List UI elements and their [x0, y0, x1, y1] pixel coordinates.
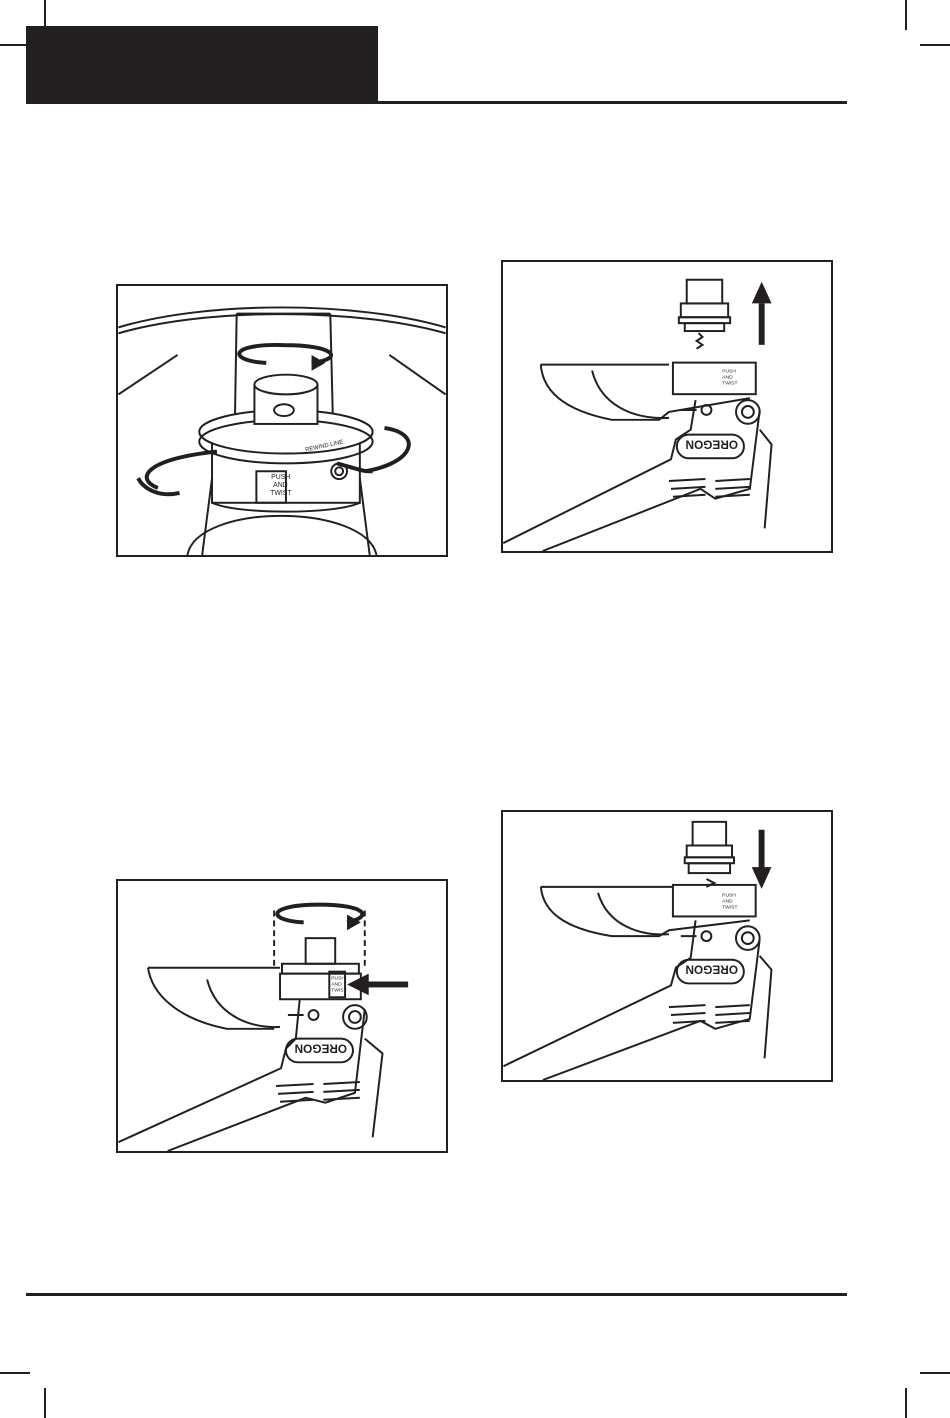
crop-mark [44, 1388, 46, 1418]
knob-install-illustration: OREGON PUSH AND TWIST [503, 812, 831, 1080]
cap-label-push: PUSH [271, 474, 290, 481]
header-block [26, 26, 378, 104]
cap-label-twist: TWIST [270, 490, 292, 497]
crop-mark [905, 0, 907, 30]
knob-removal-illustration: OREGON PUSH AND TWIST [503, 262, 831, 551]
knob-label-and: AND [722, 899, 733, 905]
crop-mark [920, 1372, 950, 1374]
brand-badge: OREGON [685, 438, 738, 452]
knob-label-twist: TWIST [722, 905, 737, 911]
arrow-left-icon [347, 974, 408, 996]
knob-turn-illustration: OREGON PUSH AND TWIST [118, 881, 446, 1151]
knob-label-push: PUSH [722, 893, 736, 899]
knob-label-and: AND [722, 374, 733, 380]
arrow-up-icon [752, 282, 772, 345]
crop-mark [0, 1372, 30, 1374]
figure-knob-removal: OREGON PUSH AND TWIST [501, 260, 833, 553]
brand-badge: OREGON [295, 1042, 348, 1056]
knob-label-push: PUSH [331, 976, 345, 982]
knob-label-twist: TWIST [331, 987, 346, 993]
brand-badge: OREGON [685, 963, 738, 977]
figure-knob-turn: OREGON PUSH AND TWIST [116, 879, 448, 1153]
spool-illustration: PUSH AND TWIST REWIND LINE [118, 286, 446, 555]
figure-knob-install: OREGON PUSH AND TWIST [501, 810, 833, 1082]
knob-label-push: PUSH [722, 368, 736, 374]
arrow-down-icon [752, 830, 772, 889]
crop-mark [920, 44, 950, 46]
cap-label-and: AND [273, 482, 288, 489]
footer-rule [26, 1293, 847, 1296]
knob-label-twist: TWIST [722, 380, 737, 386]
crop-mark [905, 1388, 907, 1418]
knob-label-and: AND [331, 981, 342, 987]
header-rule [378, 101, 847, 104]
figure-spool-rotation: PUSH AND TWIST REWIND LINE [116, 284, 448, 557]
